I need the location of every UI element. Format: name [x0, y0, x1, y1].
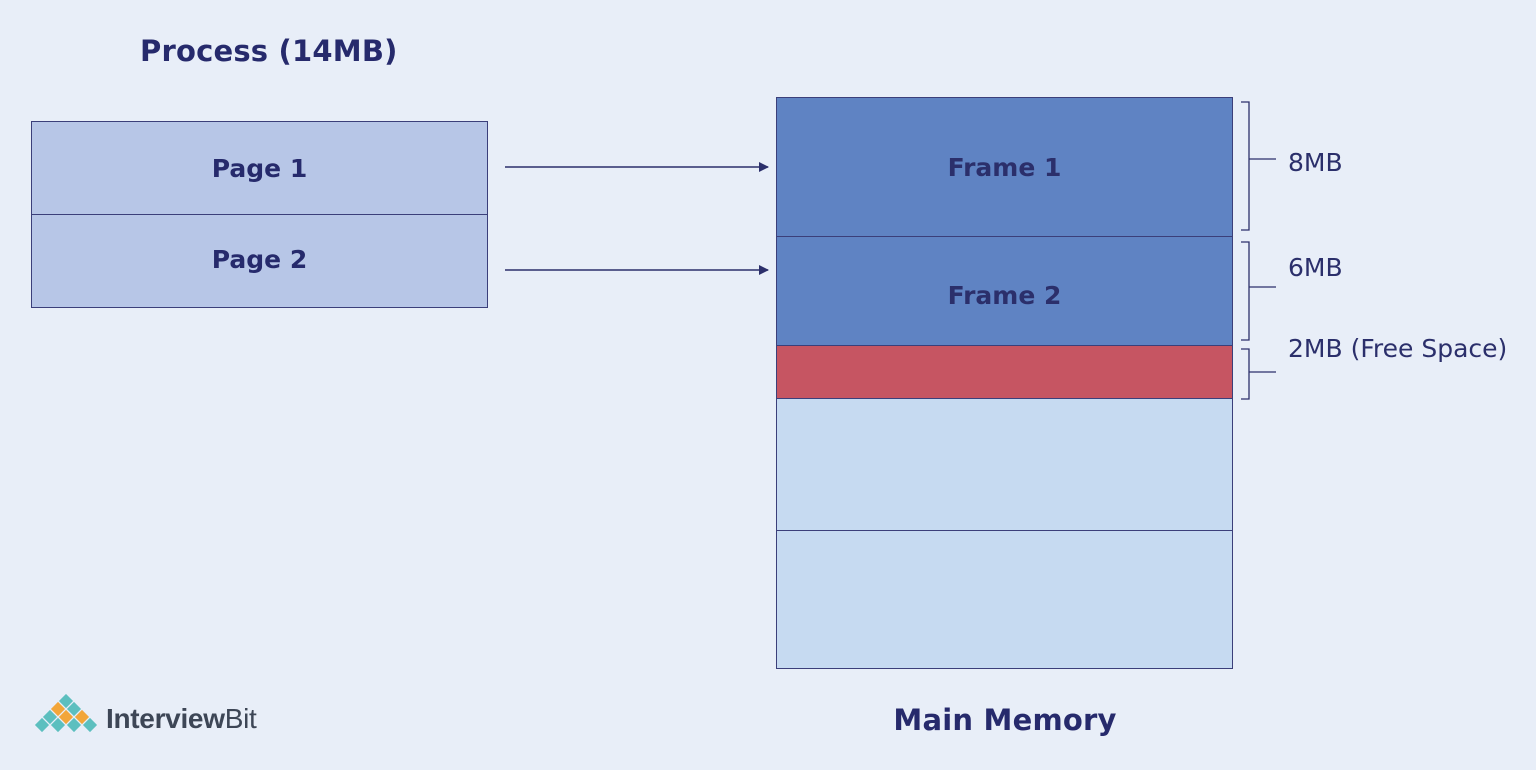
- size-label-6mb: 6MB: [1288, 253, 1343, 282]
- empty-frame-block: [776, 398, 1233, 531]
- brand-name-part2: Bit: [224, 703, 257, 734]
- page-2-box: Page 2: [31, 214, 488, 308]
- frame-2-label: Frame 2: [947, 280, 1062, 310]
- size-label-8mb: 8MB: [1288, 148, 1343, 177]
- page-1-label: Page 1: [211, 153, 308, 183]
- brace-8mb: [1241, 101, 1276, 231]
- page-2-label: Page 2: [211, 245, 308, 274]
- process-title: Process (14MB): [140, 34, 398, 68]
- empty-frame-block: [776, 530, 1233, 669]
- brand-name-part1: Interview: [106, 703, 225, 734]
- memory-title: Main Memory: [893, 703, 1117, 737]
- page-1-box: Page 1: [31, 121, 488, 215]
- brace-2mb: [1241, 348, 1276, 400]
- frame-1-box: Frame 1: [776, 97, 1233, 237]
- frame-1-label: Frame 1: [947, 152, 1062, 182]
- free-space-block: [776, 345, 1233, 399]
- brand-name: InterviewBit: [106, 703, 257, 735]
- size-label-free-space: 2MB (Free Space): [1288, 334, 1508, 363]
- brace-6mb: [1241, 241, 1276, 341]
- interviewbit-logo-icon: [34, 694, 98, 733]
